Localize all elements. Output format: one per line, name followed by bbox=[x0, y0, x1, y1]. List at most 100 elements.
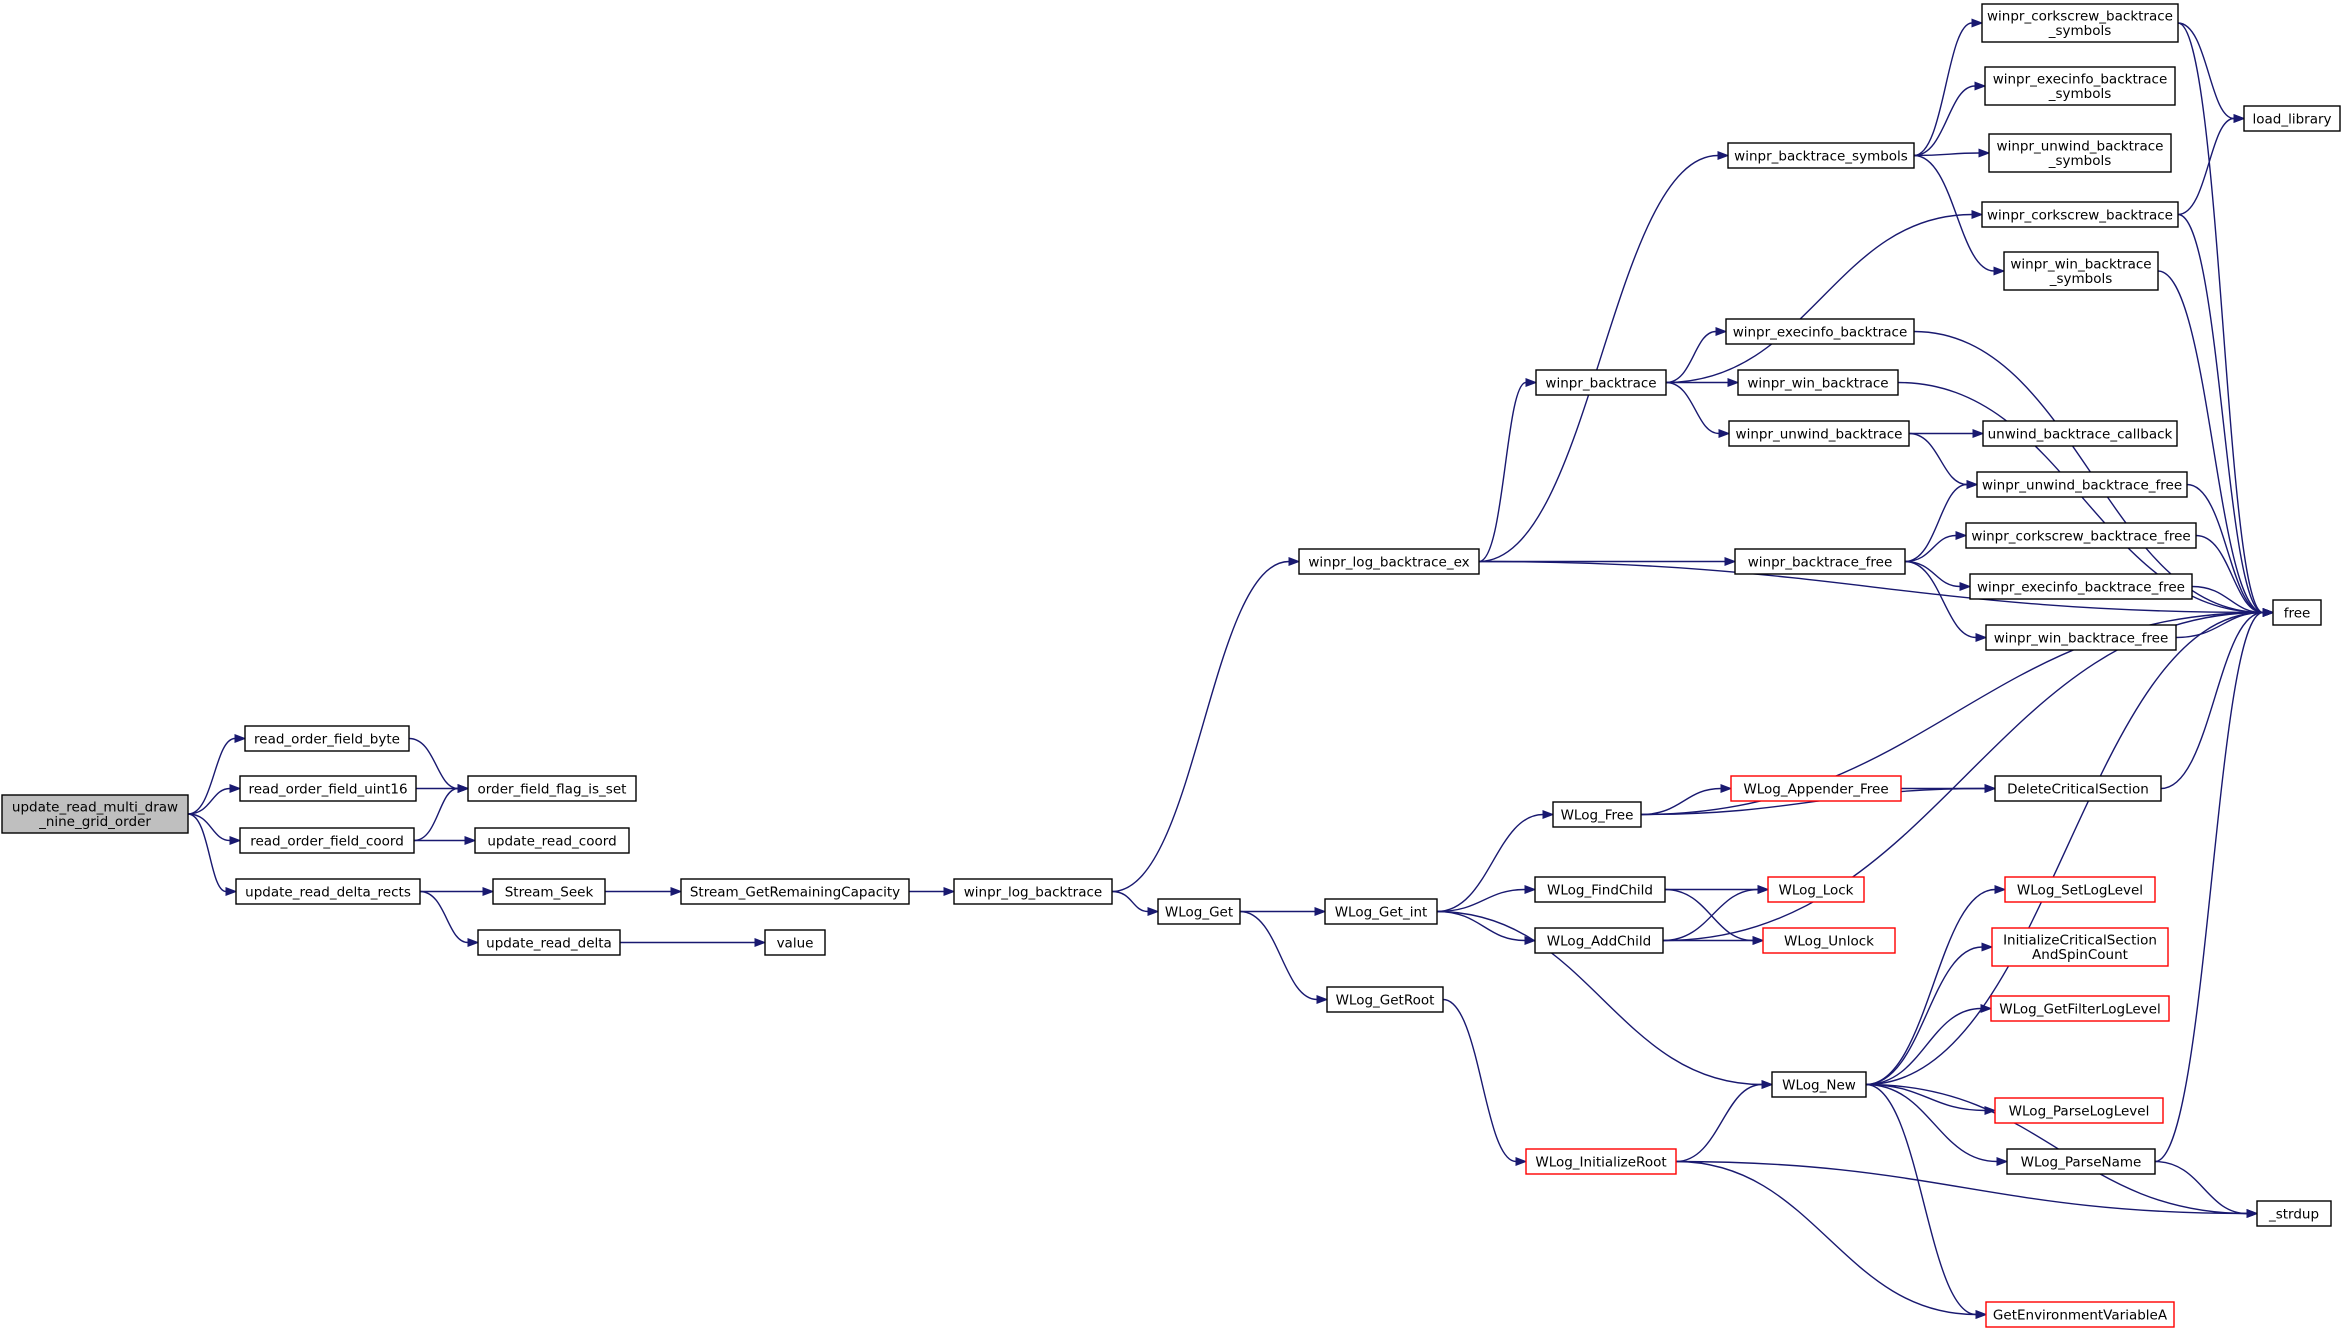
node-box bbox=[1985, 624, 2177, 651]
graph-node-wwinbtfree[interactable]: winpr_win_backtrace_free bbox=[1985, 624, 2177, 651]
node-box bbox=[1994, 775, 2162, 802]
graph-node-root[interactable]: update_read_multi_draw_nine_grid_order bbox=[1, 794, 189, 834]
graph-node-urc[interactable]: update_read_coord bbox=[474, 827, 630, 854]
node-box bbox=[1990, 995, 2170, 1022]
graph-node-wlb[interactable]: winpr_log_backtrace bbox=[953, 878, 1113, 905]
node-label: update_read_multi_draw bbox=[12, 800, 178, 816]
graph-node-wlock[interactable]: WLog_Lock bbox=[1767, 876, 1865, 903]
edge-wbt-to-wwinbt bbox=[1665, 377, 1740, 388]
node-label: WLog_Get_int bbox=[1335, 904, 1428, 920]
edge-wlbex-to-wbtsym bbox=[1478, 150, 1730, 563]
graph-node-wunlock[interactable]: WLog_Unlock bbox=[1762, 927, 1896, 954]
graph-node-rofc[interactable]: read_order_field_coord bbox=[239, 827, 415, 854]
node-label: winpr_corkscrew_backtrace_free bbox=[1971, 528, 2190, 544]
graph-node-wunwbt[interactable]: winpr_unwind_backtrace bbox=[1728, 420, 1910, 447]
edge-wcorkbtsym-to-loadlib bbox=[2177, 22, 2246, 124]
graph-node-wwinbtsym[interactable]: winpr_win_backtrace_symbols bbox=[2003, 251, 2159, 291]
node-box bbox=[1771, 1071, 1867, 1098]
graph-node-delcs[interactable]: DeleteCriticalSection bbox=[1994, 775, 2162, 802]
node-box bbox=[1725, 318, 1915, 345]
graph-node-parsename[interactable]: WLog_ParseName bbox=[2006, 1148, 2156, 1175]
node-box bbox=[477, 929, 621, 956]
graph-node-wunwbtsym[interactable]: winpr_unwind_backtrace_symbols bbox=[1988, 133, 2172, 173]
graph-node-wladd[interactable]: WLog_AddChild bbox=[1534, 927, 1664, 954]
node-box bbox=[680, 878, 910, 905]
graph-node-wcorkbt[interactable]: winpr_corkscrew_backtrace bbox=[1981, 201, 2179, 228]
graph-node-rofb[interactable]: read_order_field_byte bbox=[244, 725, 410, 752]
edge-wlget-to-wlgetint bbox=[1239, 906, 1327, 917]
edge-wunwbt-to-wunwbtfree bbox=[1908, 432, 1979, 490]
graph-node-urdr[interactable]: update_read_delta_rects bbox=[235, 878, 421, 905]
node-label: WLog_GetFilterLogLevel bbox=[1999, 1001, 2160, 1017]
edge-wcorkbtfree-to-free bbox=[2195, 534, 2275, 618]
node-label: WLog_InitializeRoot bbox=[1535, 1154, 1666, 1170]
edge-delcs-to-free bbox=[2160, 607, 2275, 790]
graph-node-urd[interactable]: update_read_delta bbox=[477, 929, 621, 956]
graph-node-wunwbtfree[interactable]: winpr_unwind_backtrace_free bbox=[1976, 471, 2188, 498]
graph-node-wlbex[interactable]: winpr_log_backtrace_ex bbox=[1298, 548, 1480, 575]
node-box bbox=[1157, 898, 1241, 925]
graph-node-free[interactable]: free bbox=[2272, 599, 2322, 626]
graph-node-wcorkbtfree[interactable]: winpr_corkscrew_backtrace_free bbox=[1965, 522, 2197, 549]
edge-wunwbtfree-to-free bbox=[2186, 483, 2275, 618]
graph-node-wlappfree[interactable]: WLog_Appender_Free bbox=[1730, 775, 1902, 802]
node-label: Stream_Seek bbox=[505, 884, 594, 900]
edge-wlnew-to-setll bbox=[1865, 884, 2007, 1086]
node-box bbox=[1969, 573, 2193, 600]
graph-node-wbtfree[interactable]: winpr_backtrace_free bbox=[1734, 548, 1906, 575]
node-box bbox=[1534, 927, 1664, 954]
node-box bbox=[1728, 420, 1910, 447]
node-box bbox=[467, 775, 637, 802]
graph-node-wcorkbtsym[interactable]: winpr_corkscrew_backtrace_symbols bbox=[1981, 3, 2179, 43]
graph-node-setll[interactable]: WLog_SetLogLevel bbox=[2004, 876, 2156, 903]
node-box bbox=[953, 878, 1113, 905]
graph-node-wlfree[interactable]: WLog_Free bbox=[1552, 801, 1642, 828]
graph-node-strdup[interactable]: _strdup bbox=[2256, 1200, 2332, 1227]
node-label: WLog_Unlock bbox=[1784, 933, 1874, 949]
graph-node-wlget[interactable]: WLog_Get bbox=[1157, 898, 1241, 925]
edge-wlnew-to-initcs bbox=[1865, 942, 1994, 1086]
node-box bbox=[2272, 599, 2322, 626]
node-box bbox=[1994, 1097, 2164, 1124]
node-label: InitializeCriticalSection bbox=[2003, 933, 2157, 949]
graph-node-wlgetint[interactable]: WLog_Get_int bbox=[1324, 898, 1438, 925]
graph-node-wlinitroot[interactable]: WLog_InitializeRoot bbox=[1525, 1148, 1677, 1175]
edge-sseek-to-sgrc bbox=[605, 886, 683, 897]
node-box bbox=[1981, 3, 2179, 43]
graph-node-getenv[interactable]: GetEnvironmentVariableA bbox=[1985, 1301, 2175, 1328]
graph-node-wexecbtfree[interactable]: winpr_execinfo_backtrace_free bbox=[1969, 573, 2193, 600]
node-box bbox=[1734, 548, 1906, 575]
graph-node-wlfind[interactable]: WLog_FindChild bbox=[1534, 876, 1666, 903]
graph-node-wexecbt[interactable]: winpr_execinfo_backtrace bbox=[1725, 318, 1915, 345]
graph-node-sgrc[interactable]: Stream_GetRemainingCapacity bbox=[680, 878, 910, 905]
edge-wbtsym-to-wexecbtsym bbox=[1913, 81, 1987, 157]
graph-node-rofu16[interactable]: read_order_field_uint16 bbox=[239, 775, 417, 802]
edge-wlnew-to-parsell bbox=[1865, 1083, 1997, 1116]
node-box bbox=[1965, 522, 2197, 549]
node-box bbox=[1552, 801, 1642, 828]
edge-wlgetint-to-wlfind bbox=[1436, 884, 1537, 913]
graph-node-getfll[interactable]: WLog_GetFilterLogLevel bbox=[1990, 995, 2170, 1022]
node-label: WLog_ParseName bbox=[2021, 1154, 2142, 1170]
graph-node-wlnew[interactable]: WLog_New bbox=[1771, 1071, 1867, 1098]
edge-wlgetroot-to-wlinitroot bbox=[1442, 998, 1528, 1167]
node-label: winpr_log_backtrace bbox=[964, 884, 1102, 900]
node-label: _symbols bbox=[2048, 153, 2112, 169]
graph-node-wexecbtsym[interactable]: winpr_execinfo_backtrace_symbols bbox=[1984, 66, 2176, 106]
graph-node-offis[interactable]: order_field_flag_is_set bbox=[467, 775, 637, 802]
graph-node-loadlib[interactable]: load_library bbox=[2243, 105, 2341, 132]
graph-node-parsell[interactable]: WLog_ParseLogLevel bbox=[1994, 1097, 2164, 1124]
graph-node-wbt[interactable]: winpr_backtrace bbox=[1535, 369, 1667, 396]
node-label: update_read_coord bbox=[487, 833, 616, 849]
edge-root-to-rofc bbox=[187, 813, 242, 846]
graph-node-unwcb[interactable]: unwind_backtrace_callback bbox=[1982, 420, 2178, 447]
node-box bbox=[1534, 876, 1666, 903]
graph-node-wwinbt[interactable]: winpr_win_backtrace bbox=[1737, 369, 1899, 396]
graph-node-sseek[interactable]: Stream_Seek bbox=[492, 878, 606, 905]
graph-node-wbtsym[interactable]: winpr_backtrace_symbols bbox=[1727, 142, 1915, 169]
node-label: Stream_GetRemainingCapacity bbox=[690, 884, 900, 900]
node-box bbox=[1762, 927, 1896, 954]
graph-node-value[interactable]: value bbox=[764, 929, 826, 956]
graph-node-wlgetroot[interactable]: WLog_GetRoot bbox=[1326, 986, 1444, 1013]
